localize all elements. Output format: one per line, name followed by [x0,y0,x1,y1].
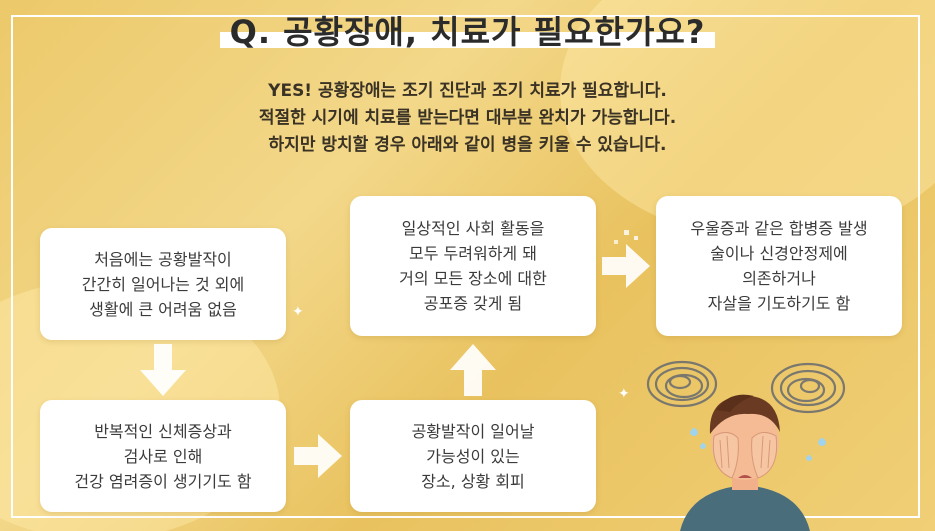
step-5-box: 우울증과 같은 합병증 발생 술이나 신경안정제에 의존하거나 자살을 기도하기… [656,196,902,336]
step-4-box: 일상적인 사회 활동을 모두 두려워하게 돼 거의 모든 장소에 대한 공포증 … [350,196,596,336]
intro-text: YES! 공황장애는 조기 진단과 조기 치료가 필요합니다. 적절한 시기에 … [0,78,935,159]
sparkle-icon: ✦ [292,304,304,320]
title-area: Q. 공황장애, 치료가 필요한가요? [0,10,935,54]
step-3-box: 공황발작이 일어날 가능성이 있는 장소, 상황 회피 [350,400,596,512]
step-2-box: 반복적인 신체증상과 검사로 인해 건강 염려증이 생기기도 함 [40,400,286,512]
decorative-squares-icon [614,230,638,244]
intro-line-3: 하지만 방치할 경우 아래와 같이 병을 키울 수 있습니다. [268,135,667,155]
intro-line-2: 적절한 시기에 치료를 받는다면 대부분 완치가 가능합니다. [258,108,677,128]
page-title: Q. 공황장애, 치료가 필요한가요? [219,10,716,54]
arrow-right-icon [602,244,650,288]
arrow-right-icon [294,434,342,478]
arrow-up-icon [450,344,496,396]
step-1-box: 처음에는 공황발작이 간간히 일어나는 것 외에 생활에 큰 어려움 없음 [40,228,286,340]
distressed-person-illustration [646,360,846,531]
intro-line-1: YES! 공황장애는 조기 진단과 조기 치료가 필요합니다. [268,81,667,101]
sparkle-icon: ✦ [618,386,630,402]
arrow-down-icon [140,344,186,396]
